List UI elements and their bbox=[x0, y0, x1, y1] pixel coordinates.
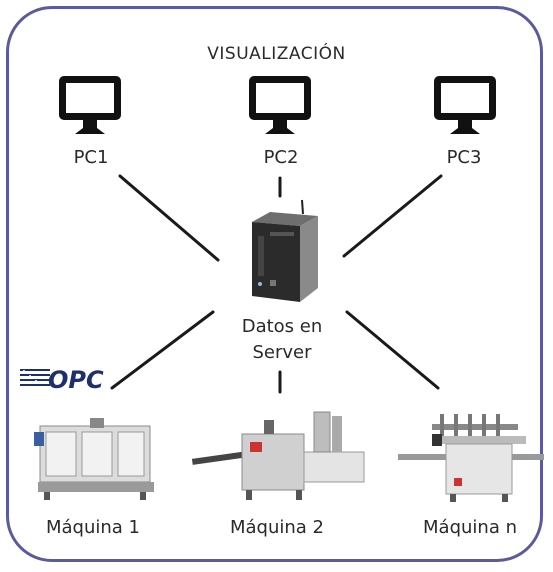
pc1-label: PC1 bbox=[73, 147, 109, 168]
pc3-label: PC3 bbox=[446, 147, 482, 168]
pc2-label: PC2 bbox=[263, 147, 299, 168]
machine1-label: Máquina 1 bbox=[45, 517, 140, 538]
line-server-machinen bbox=[345, 310, 440, 390]
machine2-label: Máquina 2 bbox=[229, 517, 324, 538]
line-pc1-server bbox=[118, 174, 220, 262]
machine-icon bbox=[191, 411, 365, 500]
line-pc3-server bbox=[342, 174, 443, 258]
connector-lines bbox=[110, 174, 443, 394]
diagram-frame bbox=[6, 6, 543, 562]
svg-text:OPC: OPC bbox=[48, 366, 104, 392]
opc-logo: OPC bbox=[20, 366, 104, 392]
server-icon bbox=[252, 199, 318, 302]
line-server-machine1 bbox=[110, 310, 215, 390]
machinen-label: Máquina n bbox=[423, 517, 517, 538]
monitor-icon bbox=[59, 76, 121, 134]
server-label: Datos en Server bbox=[222, 314, 342, 366]
monitor-icon bbox=[249, 76, 311, 134]
server-label-line2: Server bbox=[252, 342, 312, 363]
server-label-line1: Datos en bbox=[241, 316, 323, 337]
monitor-icon bbox=[434, 76, 496, 134]
machine-icon bbox=[398, 414, 544, 502]
diagram-title: VISUALIZACIÓN bbox=[207, 44, 346, 64]
machine-icon bbox=[34, 418, 154, 500]
